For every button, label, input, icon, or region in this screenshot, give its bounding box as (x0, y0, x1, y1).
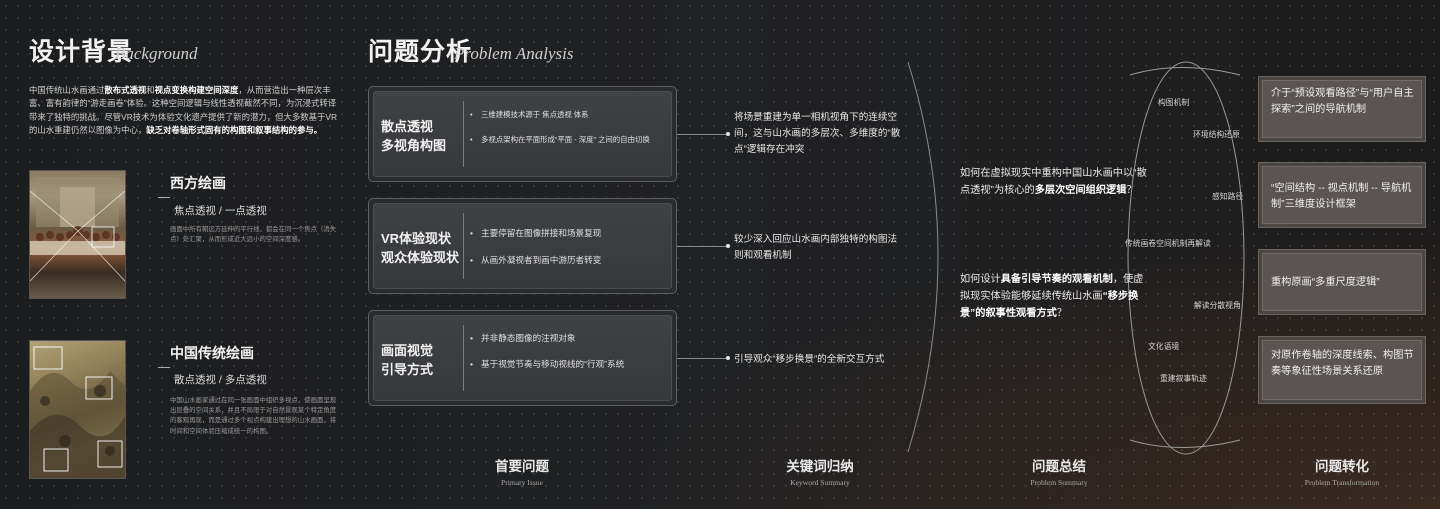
card-divider (463, 101, 464, 167)
west-painting-title: 西方绘画 (170, 175, 226, 191)
summary-part: ？ (1126, 185, 1137, 196)
chinese-painting-image (29, 340, 126, 479)
issue-bullet: 从画外凝视者到画中游历者转变 (470, 254, 653, 267)
transformation-box: 重构原画“多重尺度逻辑” (1258, 249, 1426, 315)
issue-card-title-line: 多视角构图 (381, 138, 447, 153)
mechanism-label: 感知路径 (1212, 192, 1244, 201)
issue-bullet: 并非静态图像的注视对象 (470, 332, 653, 345)
footer-label: 问题转化 (1315, 459, 1369, 475)
transformation-box: 对原作卷轴的深度线索、构图节奏等象征性场景关系还原 (1258, 336, 1426, 404)
connector-dot (726, 132, 730, 136)
last-supper-illustration (30, 177, 125, 282)
mechanism-label: 构图机制 (1158, 98, 1190, 107)
chinese-painting-title: 中国传统绘画 (170, 345, 254, 361)
transformation-box-inner (1262, 80, 1422, 138)
landscape-scroll-illustration (30, 346, 125, 478)
transformation-text: “空间结构 -- 视点机制 -- 导航机制”三维度设计框架 (1271, 183, 1412, 210)
summary-part: ，使虚拟现实体验能够延续传统山水画 (960, 274, 1144, 302)
keyword-summary: 引导观众“移步换景”的全新交互方式 (734, 354, 885, 365)
west-painting-subtitle: 焦点透视 / 一点透视 (174, 205, 267, 217)
background-intro: 中国传统山水画通过散布式透视和视点变换构建空间深度，从而营造出一种层次丰富、富有… (29, 84, 341, 138)
mechanism-label: 重建叙事轨迹 (1160, 374, 1207, 383)
issue-bullet: 主要停留在图像拼接和场景复现 (470, 227, 653, 240)
west-painting-description: 画面中所有朝远方延伸的平行线，都会在同一个焦点（消失点）处汇聚，从而形成近大远小… (170, 226, 337, 244)
problem-summary: 如何设计具备引导节奏的观看机制，使虚拟现实体验能够延续传统山水画“移步换景”的叙… (960, 271, 1150, 322)
transformation-text: 重构原画“多重尺度逻辑” (1271, 277, 1380, 288)
summary-part: 如何在虚拟现实中重构中国山水画中以“散点透视”为核心的 (960, 168, 1147, 196)
analysis-title-en: Problem Analysis (454, 44, 574, 63)
issue-card-title-line: 引导方式 (381, 362, 434, 377)
footer-label-en: Primary Issue (501, 478, 543, 487)
west-painting-image (29, 170, 126, 299)
connector-line (677, 358, 727, 359)
west-underline (158, 197, 170, 198)
issue-card: 散点透视 多视角构图 三维建模技术源于 焦点透视 体系 多视点架构在平面形成“平… (368, 86, 677, 182)
summary-part: “移步换景”的叙事性观看方式 (960, 291, 1139, 319)
transformation-box-inner (1262, 253, 1422, 311)
transformation-box-inner (1262, 340, 1422, 400)
east-underline (158, 367, 170, 368)
issue-bullet-text: 多视点架构在平面形成“平面 - 深度” 之间的自由切换 (481, 135, 650, 144)
intro-part: 散布式透视 (104, 85, 147, 95)
summary-part: 具备引导节奏的观看机制 (1000, 274, 1113, 285)
transformation-box: 介于“预设观看路径”与“用户自主探索”之间的导航机制 (1258, 76, 1426, 142)
issue-card-title-line: 画面视觉 (381, 343, 434, 358)
keyword-summary: 将场景重建为单一相机视角下的连续空间，这与山水画的多层次、多维度的“散点”逻辑存… (734, 112, 901, 155)
mechanism-label: 环境结构还原 (1193, 130, 1240, 139)
issue-card-title-line: 散点透视 (381, 119, 434, 134)
background-title-en: Background (115, 44, 198, 63)
issue-card-title-line: VR体验现状 (381, 231, 452, 246)
issue-bullet-text: 并非静态图像的注视对象 (481, 333, 576, 343)
footer-label-en: Problem Summary (1030, 478, 1088, 487)
intro-part: 中国传统山水画通过 (29, 85, 105, 95)
problem-summary: 如何在虚拟现实中重构中国山水画中以“散点透视”为核心的多层次空间组织逻辑？ (960, 165, 1150, 199)
footer-label-en: Problem Transformation (1304, 478, 1380, 487)
connector-line (677, 246, 727, 247)
transformation-text: 对原作卷轴的深度线索、构图节奏等象征性场景关系还原 (1271, 350, 1414, 377)
issue-card-title: 画面视觉 引导方式 (381, 341, 433, 379)
transformation-box-inner (1262, 166, 1422, 224)
issue-bullet: 三维建模技术源于 焦点透视 体系 (470, 109, 653, 121)
keyword-summary: 较少深入回应山水画内部独特的构图法则和观看机制 (734, 234, 898, 261)
issue-card-title-line: 观众体验现状 (381, 250, 460, 265)
issue-bullet-text: 从画外凝视者到画中游历者转变 (481, 255, 602, 265)
card-divider (463, 325, 464, 391)
footer-label: 问题总结 (1032, 459, 1086, 475)
card-divider (463, 213, 464, 279)
bracket-arcs (907, 61, 1245, 455)
issue-card: VR体验现状 观众体验现状 主要停留在图像拼接和场景复现 从画外凝视者到画中游历… (368, 198, 677, 294)
connector-dot (726, 356, 730, 360)
mechanism-label: 文化语境 (1148, 342, 1180, 351)
intro-part: 和 (146, 85, 155, 95)
chinese-painting-description: 中国山水画家通过在同一张画面中组织多视点，使画面呈现出层叠的空间关系，并且不局限… (170, 397, 337, 435)
connector-dot (726, 244, 730, 248)
issue-card-inner (373, 203, 672, 289)
chinese-painting-subtitle: 散点透视 / 多点透视 (174, 374, 267, 386)
summary-part: 如何设计 (960, 274, 1001, 285)
issue-bullet-text: 三维建模技术源于 焦点透视 体系 (481, 110, 589, 119)
mechanism-label: 传统画卷空间机制再解读 (1125, 239, 1211, 248)
analysis-title: 问题分析 (368, 37, 473, 66)
footer-label: 首要问题 (495, 459, 549, 475)
issue-bullet: 多视点架构在平面形成“平面 - 深度” 之间的自由切换 (470, 134, 653, 146)
intro-part: 缺乏对卷轴形式固有的构图和叙事结构的参与。 (146, 125, 323, 136)
intro-part: ，从而营造出一种层次丰富、富有韵律的“游走画卷”体验。这种空间逻辑与线性透视截然… (29, 85, 338, 136)
summary-part: 多层次空间组织逻辑 (1034, 185, 1127, 196)
summary-part: ？ (1056, 308, 1067, 319)
issue-card-title: 散点透视 多视角构图 (381, 117, 446, 155)
footer-label: 关键词归纳 (786, 459, 854, 475)
issue-card: 画面视觉 引导方式 并非静态图像的注视对象 基于视觉节奏与移动视线的“行观”系统 (368, 310, 677, 406)
background-title: 设计背景 (29, 37, 134, 66)
issue-bullet-text: 主要停留在图像拼接和场景复现 (481, 228, 602, 238)
issue-card-title: VR体验现状 观众体验现状 (381, 229, 459, 267)
transformation-text: 介于“预设观看路径”与“用户自主探索”之间的导航机制 (1271, 88, 1414, 115)
transformation-box: “空间结构 -- 视点机制 -- 导航机制”三维度设计框架 (1258, 162, 1426, 228)
footer-label-en: Keyword Summary (790, 478, 850, 487)
issue-bullet: 基于视觉节奏与移动视线的“行观”系统 (470, 358, 653, 371)
intro-part: 视点变换构建空间深度 (154, 85, 239, 95)
issue-bullet-text: 基于视觉节奏与移动视线的“行观”系统 (481, 359, 625, 369)
mechanism-label: 解读分散视角 (1194, 301, 1241, 310)
connector-line (677, 134, 727, 135)
